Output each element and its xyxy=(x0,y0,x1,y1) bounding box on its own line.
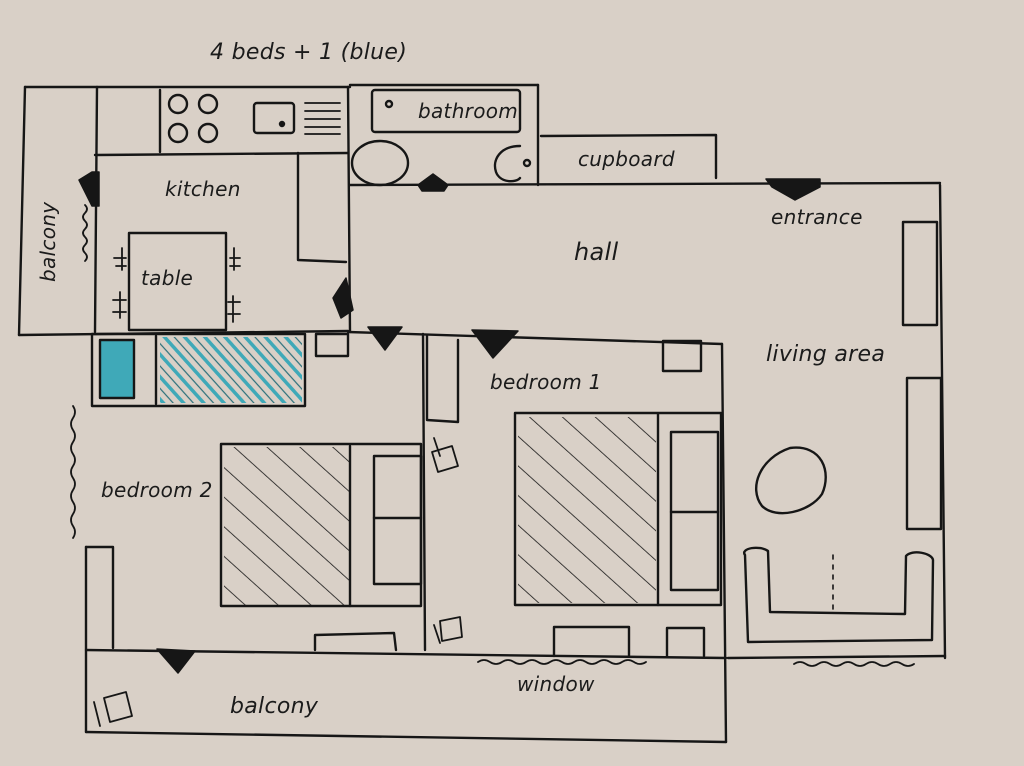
stove-icon xyxy=(167,93,219,144)
header-note: 4 beds + 1 (blue) xyxy=(210,40,408,65)
cupboard-walls xyxy=(539,133,718,180)
room-label-bathroom: bathroom xyxy=(418,99,519,123)
room-label-bedroom2: bedroom 2 xyxy=(101,478,213,502)
balcony-window-icon xyxy=(82,204,88,262)
room-label-hall: hall xyxy=(574,238,619,266)
door-arrow-icon xyxy=(78,171,100,207)
door-arrow-icon xyxy=(417,173,449,192)
room-label-cupboard: cupboard xyxy=(578,147,675,171)
kitchen-sink-icon xyxy=(252,101,341,135)
kitchen-block-walls xyxy=(17,85,352,337)
hall-living-walls xyxy=(346,183,947,744)
chair-icon xyxy=(93,437,463,727)
room-label-entrance: entrance xyxy=(771,205,863,229)
door-arrow-icon xyxy=(156,648,196,674)
door-arrow-icon xyxy=(367,326,403,351)
room-label-bedroom1: bedroom 1 xyxy=(490,370,602,394)
door-arrow-icon xyxy=(471,329,519,359)
room-label-balcony-left: balcony xyxy=(36,201,60,282)
room-label-table: table xyxy=(141,266,194,290)
kitchen-table-drawing xyxy=(112,231,241,332)
door-arrow-icon xyxy=(765,178,821,201)
room-label-window: window xyxy=(517,672,595,696)
door-arrow-icon xyxy=(332,277,354,319)
room-label-living-area: living area xyxy=(766,342,886,367)
blue-bed-area xyxy=(90,332,350,408)
room-label-balcony-bottom: balcony xyxy=(230,694,319,719)
bedroom1-walls xyxy=(425,334,723,658)
window-icon xyxy=(70,405,915,667)
room-label-kitchen: kitchen xyxy=(165,177,241,201)
bedroom2-walls xyxy=(84,332,427,734)
living-area-furniture xyxy=(743,220,943,644)
